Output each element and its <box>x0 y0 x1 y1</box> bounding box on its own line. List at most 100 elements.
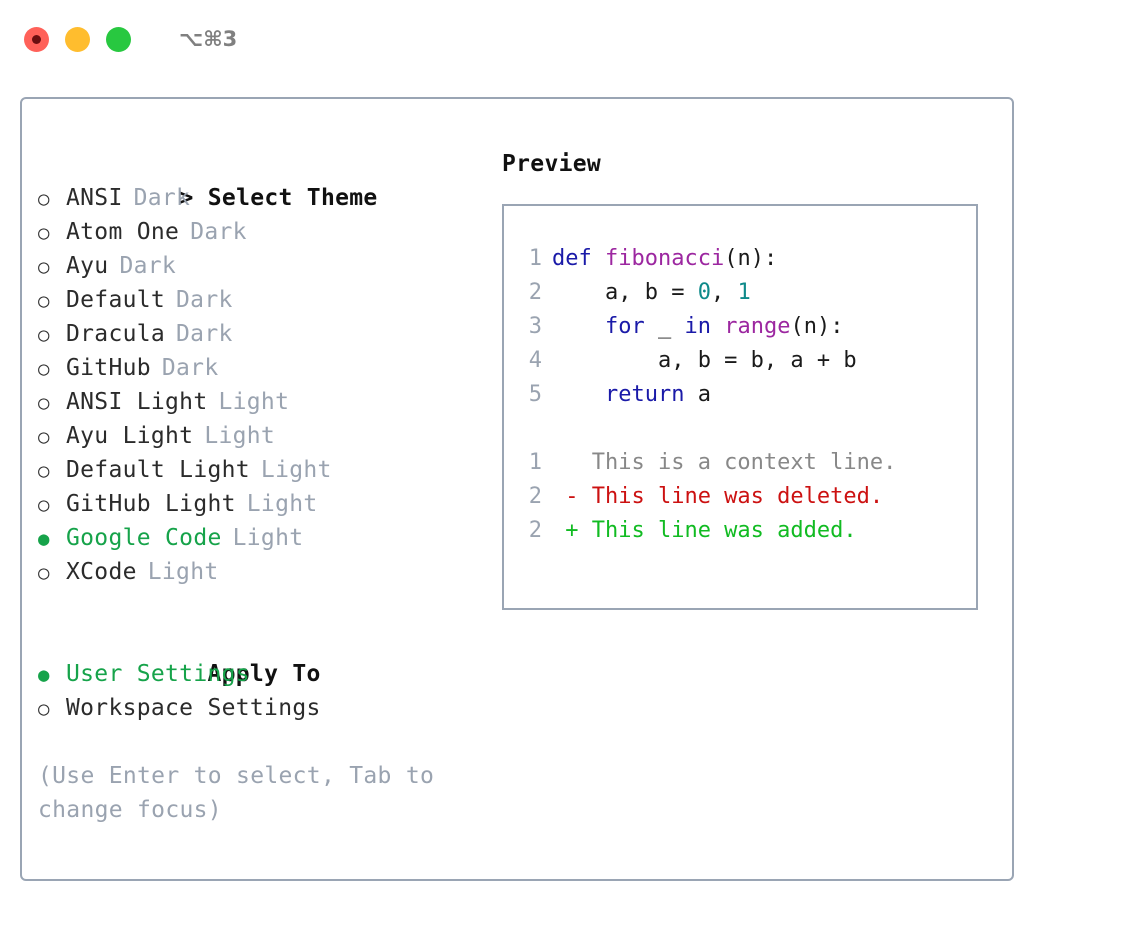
theme-option-5[interactable]: ○ GitHub Dark <box>38 351 478 385</box>
code-diff-spacer <box>504 412 976 446</box>
recording-indicator-icon <box>32 34 41 44</box>
theme-option-9[interactable]: ○ GitHub Light Light <box>38 487 478 521</box>
radio-selected-icon: ● <box>38 528 50 550</box>
token-num: 0 <box>697 280 711 305</box>
theme-option-2[interactable]: ○ Ayu Dark <box>38 249 478 283</box>
option-label: Default Light <box>66 457 250 483</box>
help-text: (Use Enter to select, Tab to change focu… <box>38 763 435 823</box>
radio-unselected-icon: ○ <box>38 358 50 380</box>
line-number: 4 <box>528 348 542 373</box>
radio-unselected-icon: ○ <box>38 324 50 346</box>
keyboard-shortcut-label: ⌥⌘3 <box>179 27 238 51</box>
focus-caret-icon: > <box>179 185 208 211</box>
code-text: for _ in range(n): <box>552 310 843 344</box>
option-label: Ayu Light <box>66 423 194 449</box>
line-number: 5 <box>528 382 542 407</box>
option-tag: Dark <box>161 355 219 381</box>
option-tag: Light <box>204 423 276 449</box>
code-line: 4 a, b = b, a + b <box>504 344 976 378</box>
token-pln <box>711 314 724 339</box>
radio-unselected-icon: ○ <box>38 562 50 584</box>
code-line: 3 for _ in range(n): <box>504 310 976 344</box>
option-label: GitHub <box>66 355 151 381</box>
radio-unselected-icon: ○ <box>38 256 50 278</box>
diff-text: - This line was deleted. <box>552 484 884 509</box>
minimize-button[interactable] <box>65 26 90 52</box>
diff-line-ctx: 1 This is a context line. <box>504 446 976 480</box>
token-pln: _ <box>644 314 685 339</box>
radio-unselected-icon: ○ <box>38 290 50 312</box>
close-button[interactable] <box>24 26 49 52</box>
code-line: 1 def fibonacci(n): <box>504 242 976 276</box>
apply-option-1[interactable]: ○Workspace Settings <box>38 691 478 725</box>
radio-unselected-icon: ○ <box>38 460 50 482</box>
token-pln: a, b = b, a + b <box>552 348 857 373</box>
line-number: 2 <box>528 518 542 543</box>
token-pln: (n): <box>724 246 778 271</box>
section-spacer <box>38 589 478 623</box>
token-pln: a, b = <box>552 280 698 305</box>
option-tag: Light <box>147 559 219 585</box>
apply-to-option-list[interactable]: ● User Settings ○Workspace Settings <box>38 657 478 725</box>
option-label: User Settings <box>66 661 250 687</box>
diff-text: This is a context line. <box>552 450 897 475</box>
token-pln: , <box>710 280 738 305</box>
option-label: Atom One <box>66 219 180 245</box>
radio-unselected-icon: ○ <box>38 426 50 448</box>
token-kw: def <box>552 246 605 271</box>
code-line: 5 return a <box>504 378 976 412</box>
diff-line-add: 2 + This line was added. <box>504 514 976 548</box>
token-num: 1 <box>737 280 751 305</box>
maximize-button[interactable] <box>106 26 131 52</box>
diff-text: + This line was added. <box>552 518 857 543</box>
token-kw: return <box>604 382 685 407</box>
option-tag: Dark <box>119 253 177 279</box>
apply-to-header: Apply To <box>38 623 478 687</box>
traffic-lights <box>24 26 131 52</box>
diff-sample: 1 This is a context line. 2 - This line w… <box>504 446 976 548</box>
code-text: a, b = 0, 1 <box>552 276 751 310</box>
token-fn: fibonacci <box>604 246 725 271</box>
token-fn: range <box>724 314 791 339</box>
option-label: Dracula <box>66 321 166 347</box>
option-tag: Light <box>260 457 332 483</box>
code-text: a, b = b, a + b <box>552 344 857 378</box>
radio-unselected-icon: ○ <box>38 494 50 516</box>
line-number: 2 <box>528 280 542 305</box>
line-number: 1 <box>528 246 542 271</box>
option-label: Google Code <box>66 525 222 551</box>
option-label: Workspace Settings <box>66 695 321 721</box>
token-pln: (n): <box>790 314 844 339</box>
radio-unselected-icon: ○ <box>38 222 50 244</box>
preview-header: Preview <box>502 151 602 177</box>
option-label: ANSI <box>66 185 123 211</box>
option-label: XCode <box>66 559 137 585</box>
option-label: Ayu <box>66 253 109 279</box>
help-spacer <box>38 725 478 759</box>
theme-option-7[interactable]: ○ Ayu Light Light <box>38 419 478 453</box>
theme-option-8[interactable]: ○ Default Light Light <box>38 453 478 487</box>
token-kw: in <box>684 314 711 339</box>
theme-option-11[interactable]: ○ XCode Light <box>38 555 478 589</box>
radio-unselected-icon: ○ <box>38 392 50 414</box>
theme-option-1[interactable]: ○ Atom One Dark <box>38 215 478 249</box>
token-pln <box>552 382 605 407</box>
line-number: 2 <box>528 484 542 509</box>
option-tag: Light <box>246 491 318 517</box>
token-kw: for <box>604 314 645 339</box>
option-tag: Dark <box>190 219 247 245</box>
token-pln: a <box>684 382 711 407</box>
apply-option-0[interactable]: ● User Settings <box>38 657 478 691</box>
option-label: GitHub Light <box>66 491 236 517</box>
code-text: return a <box>552 378 711 412</box>
select-theme-title: Select Theme <box>207 185 378 211</box>
radio-selected-icon: ● <box>38 664 50 686</box>
